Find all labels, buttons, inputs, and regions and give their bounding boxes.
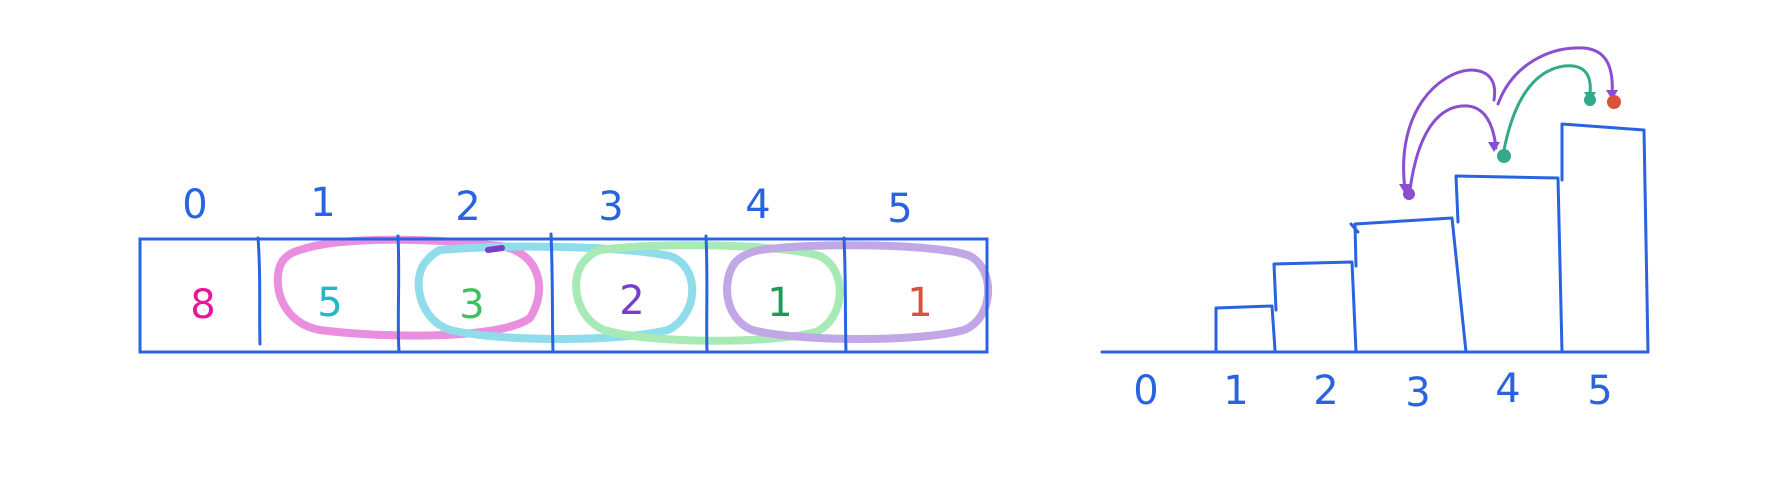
array-diagram: 0 1 2 3 4 5 8 5 3 2 [138, 180, 993, 354]
x-tick-3: 3 [1405, 370, 1430, 416]
array-value-0: 8 [190, 282, 215, 328]
array-index-4: 4 [745, 182, 770, 228]
purple-arrow-top [1496, 46, 1614, 106]
array-value-3: 2 [619, 278, 644, 324]
x-tick-2: 2 [1313, 368, 1338, 414]
cell-divider-4 [704, 234, 709, 354]
staircase-x-labels: 0 1 2 3 4 5 [1133, 366, 1612, 416]
step-3 [1353, 216, 1468, 354]
cell-divider-1 [256, 236, 262, 346]
staircase-lines [1100, 122, 1650, 354]
x-tick-0: 0 [1133, 368, 1158, 414]
landing-dots [1403, 94, 1621, 200]
purple-group-oval [723, 241, 993, 343]
array-values: 8 5 3 2 1 1 [190, 278, 932, 328]
step-4 [1454, 174, 1564, 354]
array-index-1: 1 [310, 180, 335, 226]
array-outline [138, 237, 989, 354]
array-value-2: 3 [459, 282, 484, 328]
array-index-5: 5 [887, 186, 912, 232]
step-1 [1214, 304, 1277, 352]
array-box [138, 232, 989, 354]
cell-divider-2 [396, 234, 401, 354]
arrow-head-1 [1399, 184, 1411, 194]
array-group-ovals [273, 235, 993, 345]
jump-arrows [1402, 46, 1614, 192]
step-2 [1272, 260, 1358, 354]
arrow-head-3 [1606, 90, 1618, 100]
x-tick-5: 5 [1587, 368, 1612, 414]
dot-teal-step4 [1497, 149, 1511, 163]
staircase-diagram: 0 1 2 3 4 5 [1100, 46, 1650, 416]
teal-arrow [1502, 64, 1592, 152]
pink-group-oval [273, 235, 544, 340]
step-5 [1560, 122, 1650, 354]
array-value-4: 1 [767, 280, 792, 326]
purple-arrow-outer [1402, 68, 1497, 192]
pink-top-mark [485, 245, 505, 253]
array-value-5: 1 [907, 280, 932, 326]
dot-purple-step3 [1403, 188, 1415, 200]
step-3-mark [1349, 222, 1360, 234]
x-tick-1: 1 [1223, 368, 1248, 414]
arrow-head-2 [1488, 142, 1500, 152]
cell-divider-3 [549, 232, 555, 354]
array-index-0: 0 [182, 182, 207, 228]
array-index-2: 2 [455, 184, 480, 230]
array-index-labels: 0 1 2 3 4 5 [182, 180, 912, 232]
array-index-3: 3 [598, 184, 623, 230]
cell-divider-5 [842, 236, 848, 354]
purple-arrow-inner [1408, 104, 1498, 192]
x-tick-4: 4 [1495, 366, 1520, 412]
dot-red-step5 [1607, 95, 1621, 109]
dot-teal-step5 [1584, 94, 1596, 106]
array-value-1: 5 [317, 280, 342, 326]
